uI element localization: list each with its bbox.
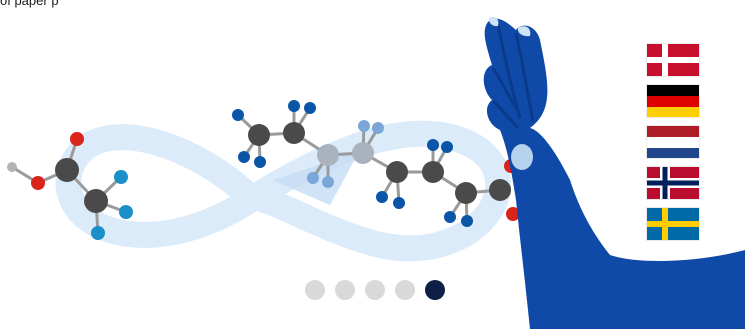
carousel-dot-5[interactable] — [425, 280, 445, 300]
germany-flag-icon[interactable] — [647, 85, 699, 117]
partial-caption: of paper p — [0, 0, 200, 14]
carousel-dot-4[interactable] — [395, 280, 415, 300]
carousel-dot-1[interactable] — [305, 280, 325, 300]
stop-hand-icon — [483, 16, 745, 329]
molecule-atoms — [7, 100, 520, 240]
carousel-pagination — [305, 280, 445, 300]
carousel-dot-2[interactable] — [335, 280, 355, 300]
carousel-dot-3[interactable] — [365, 280, 385, 300]
denmark-flag-icon[interactable] — [647, 44, 699, 76]
norway-flag-icon[interactable] — [647, 167, 699, 199]
netherlands-flag-icon[interactable] — [647, 126, 699, 158]
language-selector — [647, 44, 699, 240]
sweden-flag-icon[interactable] — [647, 208, 699, 240]
partial-caption-text: of paper p — [0, 0, 59, 8]
